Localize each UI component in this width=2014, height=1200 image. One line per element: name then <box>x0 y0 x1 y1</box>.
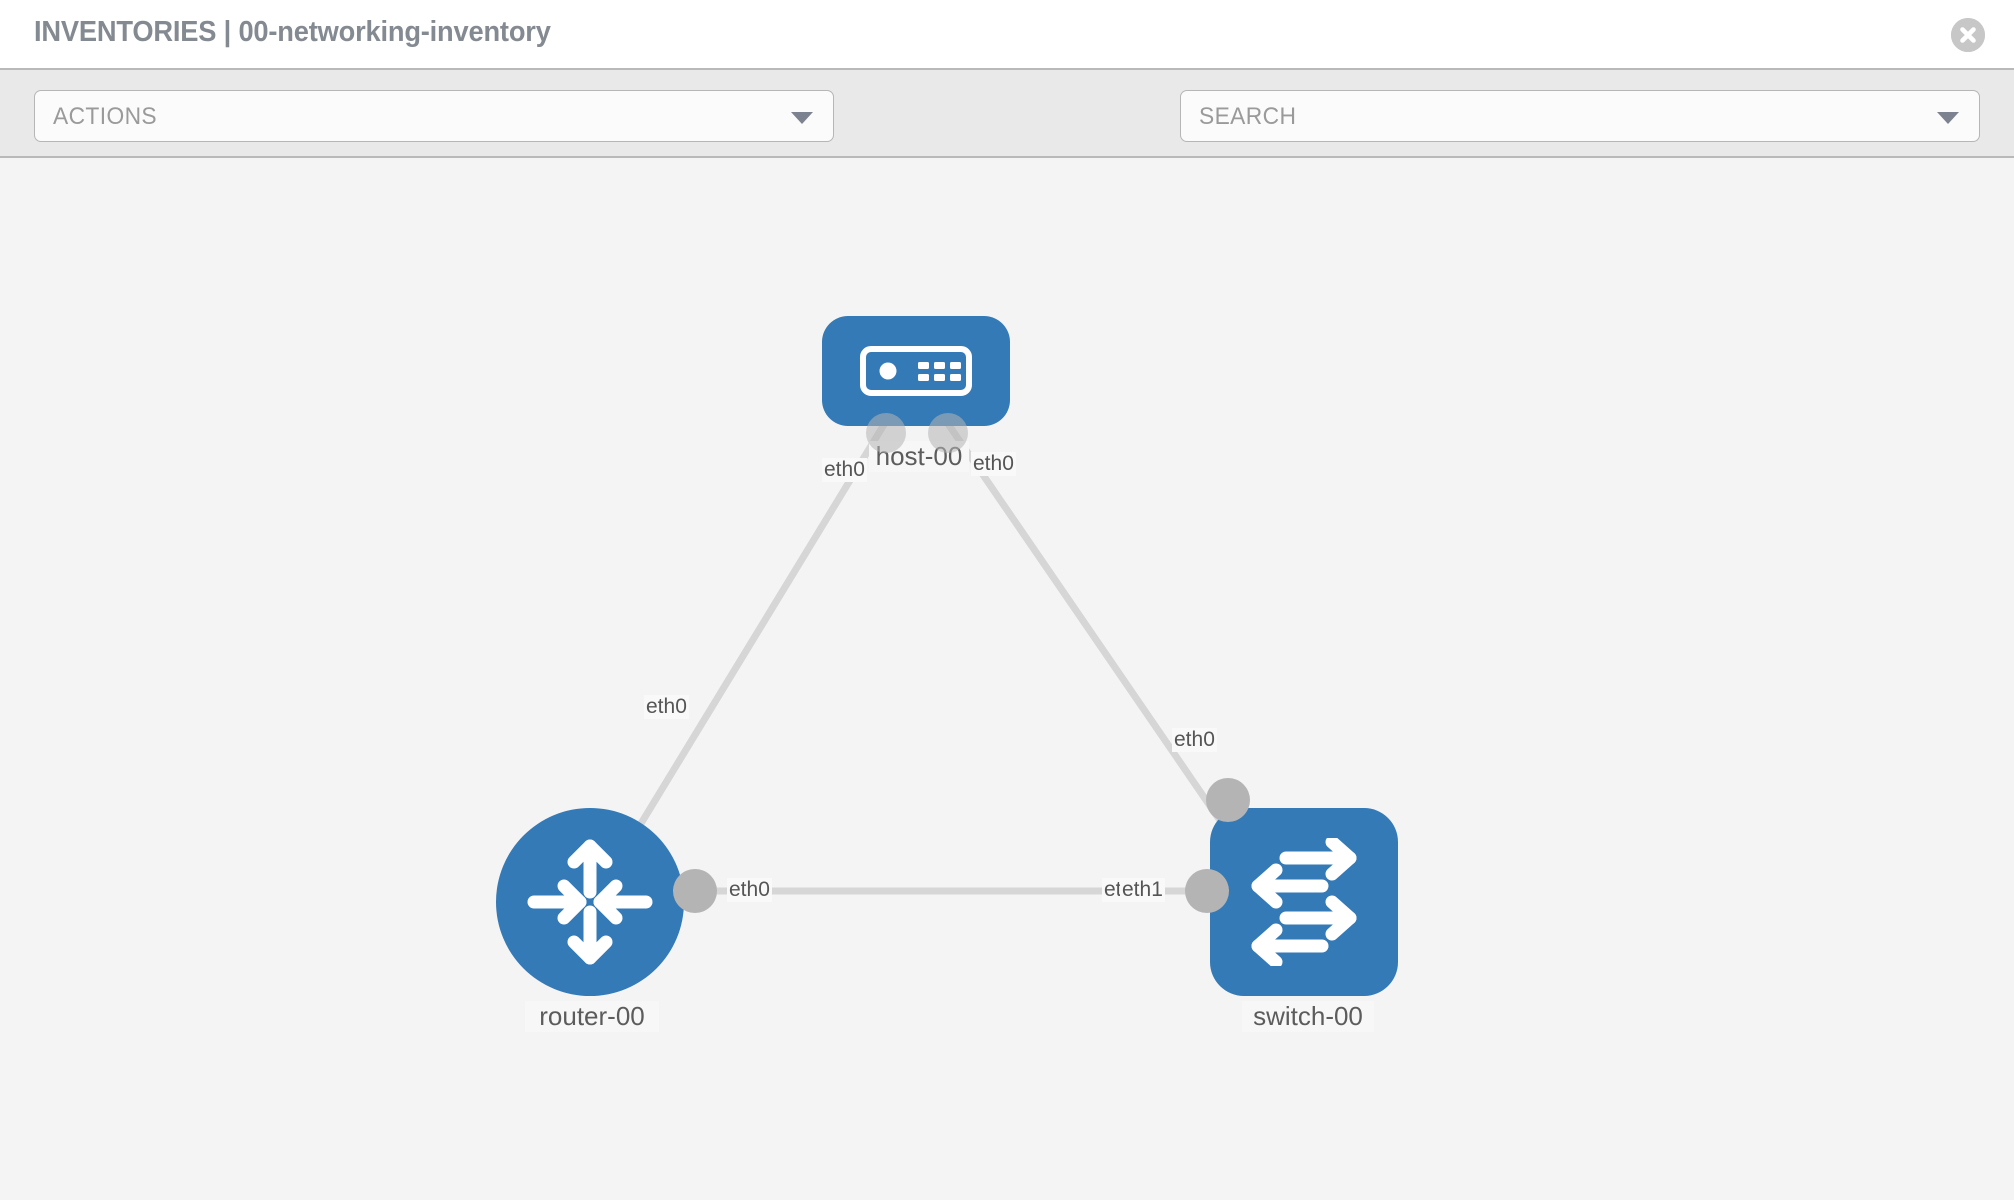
chevron-down-icon <box>791 112 813 124</box>
server-appliance-icon <box>860 346 972 396</box>
edge-label-router-eth0-right: eth0 <box>727 878 772 902</box>
topology-canvas[interactable]: host-00 eth0 eth0 <box>0 158 2014 1200</box>
page-title: INVENTORIES | 00-networking-inventory <box>34 16 551 48</box>
node-router-00[interactable] <box>496 808 684 996</box>
page-header: INVENTORIES | 00-networking-inventory <box>0 0 2014 68</box>
port-router-eth0-right[interactable] <box>673 869 717 913</box>
port-switch-eth1-left[interactable] <box>1185 869 1229 913</box>
search-input[interactable]: SEARCH <box>1180 90 1980 142</box>
close-icon[interactable] <box>1951 18 1985 52</box>
actions-dropdown-label: ACTIONS <box>53 103 158 130</box>
router-arrows-icon <box>527 839 653 965</box>
edge-label-host-eth0-left: eth0 <box>822 458 867 482</box>
host-node-shape <box>822 316 1010 426</box>
router-node-shape <box>496 808 684 996</box>
chevron-down-icon[interactable] <box>1937 112 1959 124</box>
toolbar: ACTIONS SEARCH <box>0 68 2014 202</box>
link-host-switch <box>941 416 1235 840</box>
link-host-router <box>617 416 891 860</box>
edge-label-switch-eth0-diag: eth0 <box>1172 728 1217 752</box>
switch-node-shape <box>1210 808 1398 996</box>
node-host-00[interactable] <box>822 316 1010 426</box>
edge-label-router-eth0-up: eth0 <box>644 695 689 719</box>
node-label-router-00: router-00 <box>525 1001 659 1032</box>
topology-links <box>617 416 1235 895</box>
search-placeholder: SEARCH <box>1199 103 1297 130</box>
node-label-switch-00: switch-00 <box>1242 1001 1374 1032</box>
port-switch-eth0-top[interactable] <box>1206 778 1250 822</box>
switch-arrows-icon <box>1251 838 1357 966</box>
port-host-eth0-left[interactable] <box>866 413 906 453</box>
node-switch-00[interactable] <box>1210 808 1398 996</box>
port-host-eth0-right[interactable] <box>928 413 968 453</box>
edge-label-switch-eth1: eth1 <box>1120 878 1165 902</box>
actions-dropdown[interactable]: ACTIONS <box>34 90 834 142</box>
edge-label-host-eth0-right: eth0 <box>971 452 1016 476</box>
